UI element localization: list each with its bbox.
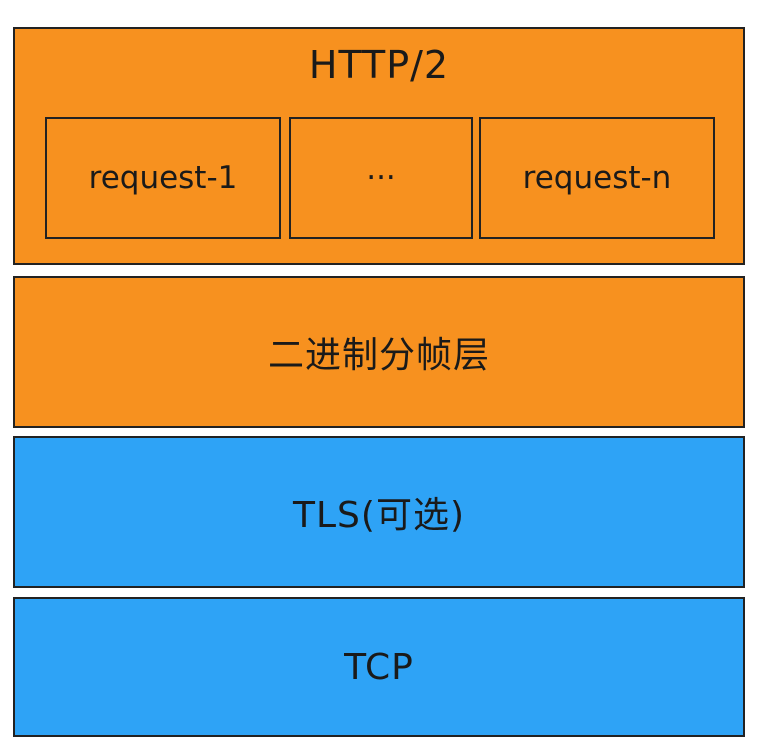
http2-layer: HTTP/2 request-1 ··· request-n	[13, 27, 745, 265]
binary-framing-layer: 二进制分帧层	[13, 276, 745, 428]
request-box-first: request-1	[45, 117, 281, 239]
http2-title: HTTP/2	[308, 43, 450, 87]
tls-label: TLS(可选)	[293, 495, 465, 536]
request-box-ellipsis: ···	[289, 117, 473, 239]
binary-framing-label: 二进制分帧层	[267, 335, 490, 376]
request-box-last: request-n	[479, 117, 715, 239]
tcp-layer: TCP	[13, 597, 745, 737]
tcp-label: TCP	[344, 646, 414, 688]
tls-layer: TLS(可选)	[13, 436, 745, 588]
